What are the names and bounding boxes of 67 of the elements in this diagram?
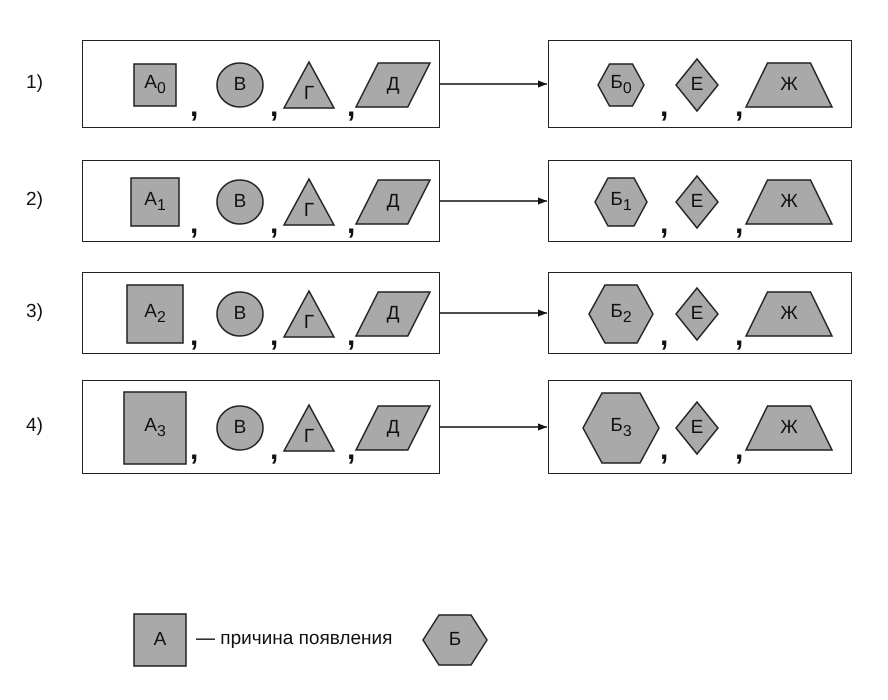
trapezoid-shape: Ж [746, 63, 832, 107]
square-shape: А [134, 614, 186, 666]
comma: , [190, 435, 198, 465]
row-number: 1) [26, 72, 43, 94]
parallelogram-shape: Д [356, 180, 430, 224]
comma: , [660, 321, 668, 351]
circle-shape: В [217, 180, 263, 224]
square-shape: А$_{3}$ [124, 392, 186, 464]
hexagon-shape: Б$_{3}$ [583, 393, 659, 463]
comma: , [270, 209, 278, 239]
trapezoid-shape: Ж [746, 180, 832, 224]
diamond-shape: Е [676, 288, 718, 340]
square-shape: А$_{0}$ [134, 64, 176, 106]
trapezoid-shape: Ж [746, 406, 832, 450]
comma: , [735, 435, 744, 465]
row-number: 2) [26, 189, 43, 211]
comma: , [660, 209, 668, 239]
comma: , [735, 209, 744, 239]
triangle-shape: Г [284, 62, 334, 108]
comma: , [270, 92, 278, 122]
frame-box [548, 160, 852, 242]
comma: , [347, 435, 356, 465]
triangle-shape: Г [284, 179, 334, 225]
comma: , [660, 435, 668, 465]
comma: , [347, 321, 356, 351]
frame-box [548, 380, 852, 474]
row-number: 3) [26, 301, 43, 323]
triangle-shape: Г [284, 405, 334, 451]
comma: , [660, 92, 668, 122]
comma: , [270, 321, 278, 351]
row-number: 4) [26, 415, 43, 437]
frame-box [548, 272, 852, 354]
hexagon-shape: Б$_{1}$ [595, 178, 647, 226]
comma: , [190, 321, 198, 351]
parallelogram-shape: Д [356, 63, 430, 107]
legend-text: — причина появления [196, 628, 392, 650]
comma: , [347, 209, 356, 239]
hexagon-shape: Б [423, 615, 487, 665]
diamond-shape: Е [676, 402, 718, 454]
comma: , [735, 92, 744, 122]
triangle-shape: Г [284, 291, 334, 337]
arrow [440, 197, 547, 205]
frame-box [82, 160, 440, 242]
arrow [440, 309, 547, 317]
comma: , [735, 321, 744, 351]
trapezoid-shape: Ж [746, 292, 832, 336]
frame-box [548, 40, 852, 128]
hexagon-shape: Б$_{2}$ [589, 285, 653, 343]
comma: , [347, 92, 356, 122]
diamond-shape: Е [676, 176, 718, 228]
frame-box [82, 40, 440, 128]
frame-box [82, 380, 440, 474]
square-shape: А$_{2}$ [127, 285, 183, 343]
circle-shape: В [217, 406, 263, 450]
comma: , [270, 435, 278, 465]
hexagon-shape: Б$_{0}$ [598, 64, 644, 106]
frame-box [82, 272, 440, 354]
arrow [440, 423, 547, 431]
parallelogram-shape: Д [356, 292, 430, 336]
parallelogram-shape: Д [356, 406, 430, 450]
comma: , [190, 92, 198, 122]
square-shape: А$_{1}$ [131, 178, 179, 226]
diamond-shape: Е [676, 59, 718, 111]
arrow [440, 80, 547, 88]
circle-shape: В [217, 63, 263, 107]
comma: , [190, 209, 198, 239]
circle-shape: В [217, 292, 263, 336]
